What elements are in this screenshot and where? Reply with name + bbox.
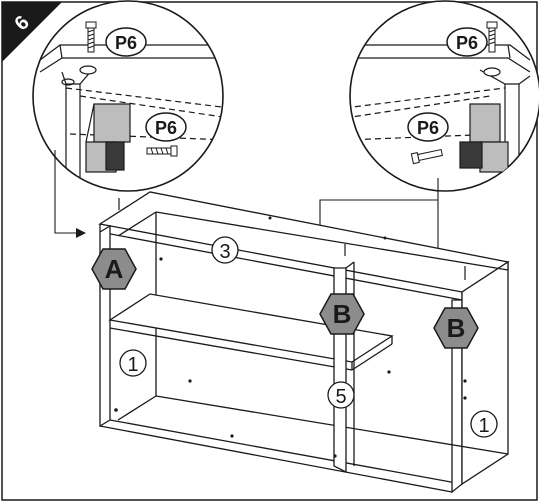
screw-icon	[486, 21, 498, 53]
screw-label-p6: P6	[145, 112, 187, 142]
svg-text:1: 1	[478, 415, 489, 437]
screw-label-p6: P6	[407, 112, 449, 142]
connector-label-a: A	[91, 248, 137, 290]
svg-text:5: 5	[335, 386, 346, 408]
screw-icon	[410, 148, 443, 165]
cabinet	[98, 191, 510, 494]
screw-icon	[85, 21, 97, 53]
part-label-side-panel-right: 1	[470, 410, 498, 438]
screw-markers	[118, 198, 466, 280]
svg-text:1: 1	[127, 354, 138, 376]
svg-text:P6: P6	[417, 118, 439, 138]
svg-text:P6: P6	[115, 33, 137, 53]
svg-text:P6: P6	[456, 33, 478, 53]
svg-text:B: B	[447, 313, 466, 343]
connector-label-b: B	[319, 293, 365, 335]
part-label-divider: 5	[327, 381, 355, 409]
detail-circle-right	[349, 0, 539, 192]
svg-text:P6: P6	[155, 118, 177, 138]
svg-text:A: A	[105, 254, 124, 284]
svg-text:B: B	[333, 299, 352, 329]
detail-circle-left	[32, 0, 224, 192]
connector-label-b: B	[433, 307, 479, 349]
screw-label-p6: P6	[446, 27, 488, 57]
part-label-top-panel: 3	[211, 236, 239, 264]
step-badge: 6	[2, 2, 62, 62]
screw-label-p6: P6	[105, 27, 147, 57]
svg-text:3: 3	[219, 241, 230, 263]
part-label-side-panel-left: 1	[119, 349, 147, 377]
screw-icon	[146, 145, 178, 157]
screw-holes	[114, 216, 467, 458]
